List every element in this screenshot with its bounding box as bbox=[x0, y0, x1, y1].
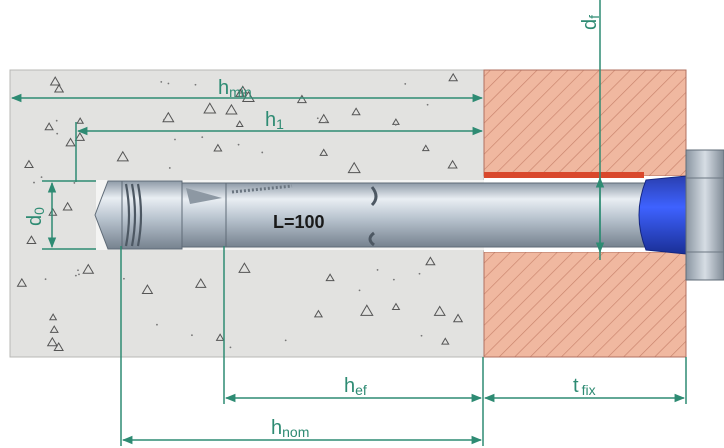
anchor-length-label: L=100 bbox=[273, 212, 325, 232]
aggregate-dot bbox=[55, 119, 58, 122]
aggregate-dot bbox=[426, 103, 429, 106]
aggregate-stone bbox=[44, 122, 54, 131]
aggregate-stone bbox=[49, 325, 59, 333]
d-f-label: df bbox=[579, 15, 602, 30]
aggregate-dot bbox=[392, 278, 395, 281]
h-1-label: h1 bbox=[265, 109, 284, 132]
aggregate-dot bbox=[237, 143, 240, 146]
aggregate-stone bbox=[347, 161, 361, 174]
hex-nut bbox=[685, 149, 724, 281]
aggregate-dot bbox=[404, 83, 407, 85]
aggregate-dot bbox=[77, 269, 79, 272]
aggregate-stone bbox=[441, 337, 450, 345]
aggregate-dot bbox=[284, 339, 287, 342]
dimension-lines bbox=[10, 0, 687, 446]
h-nom-label: hnom bbox=[271, 417, 309, 440]
aggregate-stone bbox=[53, 342, 64, 351]
aggregate-stone bbox=[235, 120, 244, 127]
aggregate-stone bbox=[360, 304, 374, 316]
aggregate-dot bbox=[160, 81, 163, 83]
aggregate-stone bbox=[318, 113, 330, 124]
fixture-bottom bbox=[483, 251, 687, 358]
aggregate-stone bbox=[325, 273, 335, 282]
aggregate-stone bbox=[319, 148, 329, 156]
aggregate-dot bbox=[316, 117, 319, 120]
aggregate-stone bbox=[26, 235, 37, 245]
aggregate-stone bbox=[82, 263, 95, 274]
thread-coils bbox=[124, 183, 143, 247]
h-min-label: hmin bbox=[218, 77, 252, 100]
aggregate-stone bbox=[225, 103, 238, 115]
aggregate-stone bbox=[452, 313, 464, 323]
h-ef-label: hef bbox=[344, 375, 367, 398]
aggregate-dot bbox=[261, 151, 264, 154]
aggregate-stone bbox=[62, 201, 73, 211]
aggregate-stone bbox=[313, 309, 324, 318]
aggregate-stone bbox=[65, 137, 76, 147]
anchor-shaft bbox=[225, 182, 647, 248]
aggregate-stone bbox=[49, 76, 61, 86]
aggregate-stone bbox=[162, 111, 175, 123]
aggregate-stone bbox=[421, 144, 430, 152]
aggregate-stone bbox=[447, 159, 458, 169]
aggregate-dot bbox=[44, 278, 47, 281]
aggregate-stone bbox=[351, 107, 361, 116]
blue-cap bbox=[638, 175, 687, 255]
aggregate-dot bbox=[376, 269, 379, 271]
aggregate-dot bbox=[163, 118, 165, 121]
aggregate-dot bbox=[167, 82, 170, 85]
aggregate-dot bbox=[73, 182, 76, 184]
aggregate-stone bbox=[203, 102, 217, 114]
aggregate-dot bbox=[123, 277, 125, 280]
aggregate-stone bbox=[213, 143, 223, 152]
aggregate-dot bbox=[40, 176, 43, 179]
anchor-bolt: L=100 bbox=[94, 149, 724, 281]
aggregate-dot bbox=[156, 323, 158, 326]
aggregate-dot bbox=[394, 123, 397, 126]
aggregate-dot bbox=[74, 274, 77, 277]
aggregate-stone bbox=[46, 336, 58, 347]
aggregate-dot bbox=[418, 272, 421, 275]
concrete-aggregate bbox=[16, 72, 464, 351]
aggregate-dot bbox=[78, 273, 80, 276]
aggregate-stone bbox=[194, 277, 207, 288]
aggregate-stone bbox=[425, 256, 436, 266]
aggregate-stone bbox=[116, 150, 130, 162]
aggregate-stone bbox=[53, 83, 65, 93]
anchor-cone bbox=[121, 180, 183, 250]
aggregate-dot bbox=[358, 289, 361, 292]
aggregate-stone bbox=[391, 302, 401, 310]
fixture-top bbox=[483, 69, 687, 177]
aggregate-stone bbox=[74, 132, 86, 141]
aggregate-dot bbox=[194, 83, 197, 86]
aggregate-stone bbox=[48, 313, 58, 321]
aggregate-dot bbox=[325, 121, 327, 124]
d-0-label: d0 bbox=[24, 207, 47, 226]
aggregate-stone bbox=[448, 72, 459, 82]
sleeve-slot bbox=[186, 188, 222, 204]
aggregate-dot bbox=[33, 181, 35, 184]
aggregate-stone bbox=[24, 159, 34, 169]
aggregate-dot bbox=[229, 346, 232, 349]
aggregate-dot bbox=[56, 132, 59, 135]
aggregate-dot bbox=[168, 167, 171, 169]
aggregate-stone bbox=[141, 284, 154, 295]
clearance-gap bbox=[484, 172, 644, 178]
aggregate-stone bbox=[76, 117, 85, 124]
aggregate-stone bbox=[433, 305, 446, 316]
aggregate-dot bbox=[420, 334, 423, 337]
aggregate-stone bbox=[215, 333, 225, 341]
aggregate-stone bbox=[238, 262, 251, 273]
aggregate-stone bbox=[16, 277, 28, 287]
aggregate-dot bbox=[201, 136, 204, 139]
shaft-notch-top bbox=[370, 186, 378, 207]
aggregate-dot bbox=[191, 334, 193, 337]
aggregate-dot bbox=[174, 138, 176, 141]
shaft-notch-bottom bbox=[368, 231, 375, 247]
